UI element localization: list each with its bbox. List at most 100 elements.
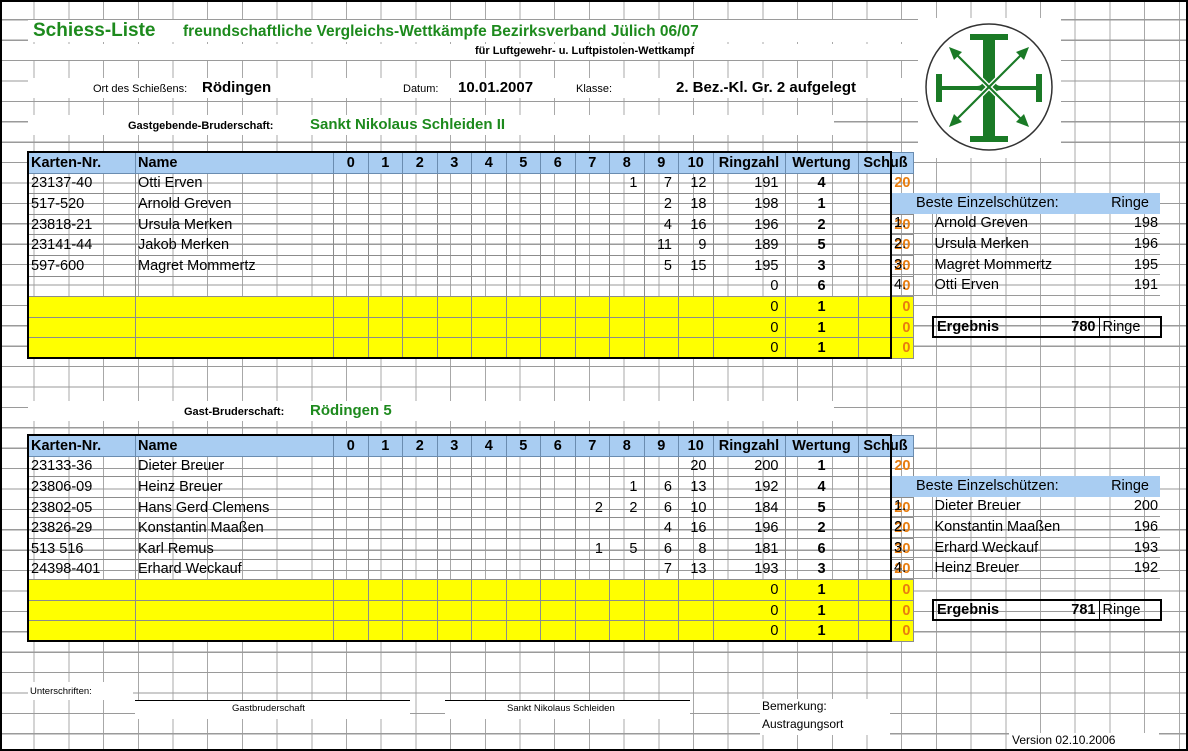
table-cell[interactable]: 2 xyxy=(784,213,859,236)
table-cell[interactable]: 4 xyxy=(643,213,679,236)
table-cell[interactable] xyxy=(609,579,645,601)
table-cell[interactable]: 6 xyxy=(784,537,859,560)
table-cell[interactable] xyxy=(436,496,472,519)
table-cell[interactable] xyxy=(333,337,369,359)
table-cell[interactable] xyxy=(367,316,403,339)
table-cell[interactable]: 0 xyxy=(857,316,914,339)
table-cell[interactable]: 23818-21 xyxy=(28,213,136,236)
table-cell[interactable] xyxy=(574,599,610,622)
table-cell[interactable] xyxy=(678,620,714,642)
table-cell[interactable] xyxy=(505,599,541,622)
table-cell[interactable]: Dieter Breuer xyxy=(135,455,334,478)
table-cell[interactable]: 5 xyxy=(609,537,645,560)
table-cell[interactable] xyxy=(505,234,541,256)
table-cell[interactable] xyxy=(505,337,541,359)
table-cell[interactable] xyxy=(609,234,645,256)
table-cell[interactable] xyxy=(609,193,645,215)
table-cell[interactable]: 0 xyxy=(712,337,786,359)
table-cell[interactable] xyxy=(367,599,403,622)
table-cell[interactable] xyxy=(643,620,679,642)
table-cell[interactable] xyxy=(367,476,403,498)
table-cell[interactable] xyxy=(402,476,438,498)
table-cell[interactable]: 0 xyxy=(712,620,786,642)
table-cell[interactable]: 1 xyxy=(784,579,859,601)
table-cell[interactable]: 1 xyxy=(784,455,859,478)
table-cell[interactable]: 10 xyxy=(678,496,714,519)
table-cell[interactable] xyxy=(28,275,136,298)
table-cell[interactable] xyxy=(28,316,136,339)
table-cell[interactable] xyxy=(540,172,576,195)
table-cell[interactable] xyxy=(471,193,507,215)
table-cell[interactable] xyxy=(367,620,403,642)
table-cell[interactable] xyxy=(678,337,714,359)
table-cell[interactable] xyxy=(574,234,610,256)
table-cell[interactable] xyxy=(436,213,472,236)
table-cell[interactable]: 23806-09 xyxy=(28,476,136,498)
table-cell[interactable]: 2 xyxy=(784,517,859,539)
table-cell[interactable] xyxy=(471,620,507,642)
table-cell[interactable]: 192 xyxy=(712,476,786,498)
table-cell[interactable] xyxy=(471,599,507,622)
table-cell[interactable] xyxy=(333,275,369,298)
table-cell[interactable]: 23141-44 xyxy=(28,234,136,256)
table-cell[interactable] xyxy=(471,455,507,478)
table-cell[interactable] xyxy=(540,579,576,601)
table-cell[interactable] xyxy=(540,620,576,642)
table-cell[interactable] xyxy=(540,296,576,318)
table-cell[interactable] xyxy=(505,496,541,519)
table-cell[interactable]: 597-600 xyxy=(28,254,136,277)
table-cell[interactable]: 0 xyxy=(712,275,786,298)
table-cell[interactable]: 198 xyxy=(712,193,786,215)
table-cell[interactable]: 12 xyxy=(678,172,714,195)
table-cell[interactable]: Arnold Greven xyxy=(135,193,334,215)
table-cell[interactable] xyxy=(471,579,507,601)
table-cell[interactable]: 16 xyxy=(678,517,714,539)
table-cell[interactable] xyxy=(643,579,679,601)
table-cell[interactable] xyxy=(367,254,403,277)
table-cell[interactable]: 193 xyxy=(712,558,786,581)
table-cell[interactable] xyxy=(678,599,714,622)
table-cell[interactable]: Magret Mommertz xyxy=(135,254,334,277)
table-cell[interactable]: 0 xyxy=(712,296,786,318)
table-cell[interactable]: 20 xyxy=(857,455,914,478)
table-cell[interactable] xyxy=(678,275,714,298)
table-cell[interactable]: 6 xyxy=(643,496,679,519)
table-cell[interactable]: 0 xyxy=(712,579,786,601)
table-cell[interactable] xyxy=(471,316,507,339)
table-cell[interactable]: 7 xyxy=(643,558,679,581)
table-cell[interactable] xyxy=(643,455,679,478)
table-cell[interactable] xyxy=(367,558,403,581)
table-cell[interactable] xyxy=(333,254,369,277)
table-cell[interactable]: 0 xyxy=(857,296,914,318)
table-cell[interactable] xyxy=(471,213,507,236)
table-cell[interactable]: 1 xyxy=(784,337,859,359)
table-cell[interactable] xyxy=(540,476,576,498)
table-cell[interactable] xyxy=(28,337,136,359)
table-cell[interactable] xyxy=(436,455,472,478)
table-cell[interactable] xyxy=(367,537,403,560)
table-cell[interactable] xyxy=(367,296,403,318)
table-cell[interactable] xyxy=(643,337,679,359)
table-cell[interactable]: 6 xyxy=(643,476,679,498)
table-cell[interactable]: Heinz Breuer xyxy=(135,476,334,498)
table-cell[interactable]: 6 xyxy=(784,275,859,298)
table-cell[interactable] xyxy=(402,296,438,318)
table-cell[interactable] xyxy=(540,517,576,539)
table-cell[interactable] xyxy=(402,234,438,256)
table-cell[interactable] xyxy=(436,537,472,560)
table-cell[interactable] xyxy=(333,193,369,215)
table-cell[interactable] xyxy=(436,234,472,256)
table-cell[interactable] xyxy=(574,337,610,359)
table-cell[interactable]: Konstantin Maaßen xyxy=(135,517,334,539)
table-cell[interactable] xyxy=(505,213,541,236)
table-cell[interactable]: 1 xyxy=(784,599,859,622)
table-cell[interactable] xyxy=(609,599,645,622)
table-cell[interactable]: 6 xyxy=(643,537,679,560)
table-cell[interactable] xyxy=(471,337,507,359)
table-cell[interactable]: 5 xyxy=(784,496,859,519)
table-cell[interactable]: 4 xyxy=(643,517,679,539)
table-cell[interactable]: 196 xyxy=(712,517,786,539)
table-cell[interactable]: 189 xyxy=(712,234,786,256)
table-cell[interactable] xyxy=(28,579,136,601)
table-cell[interactable] xyxy=(678,296,714,318)
